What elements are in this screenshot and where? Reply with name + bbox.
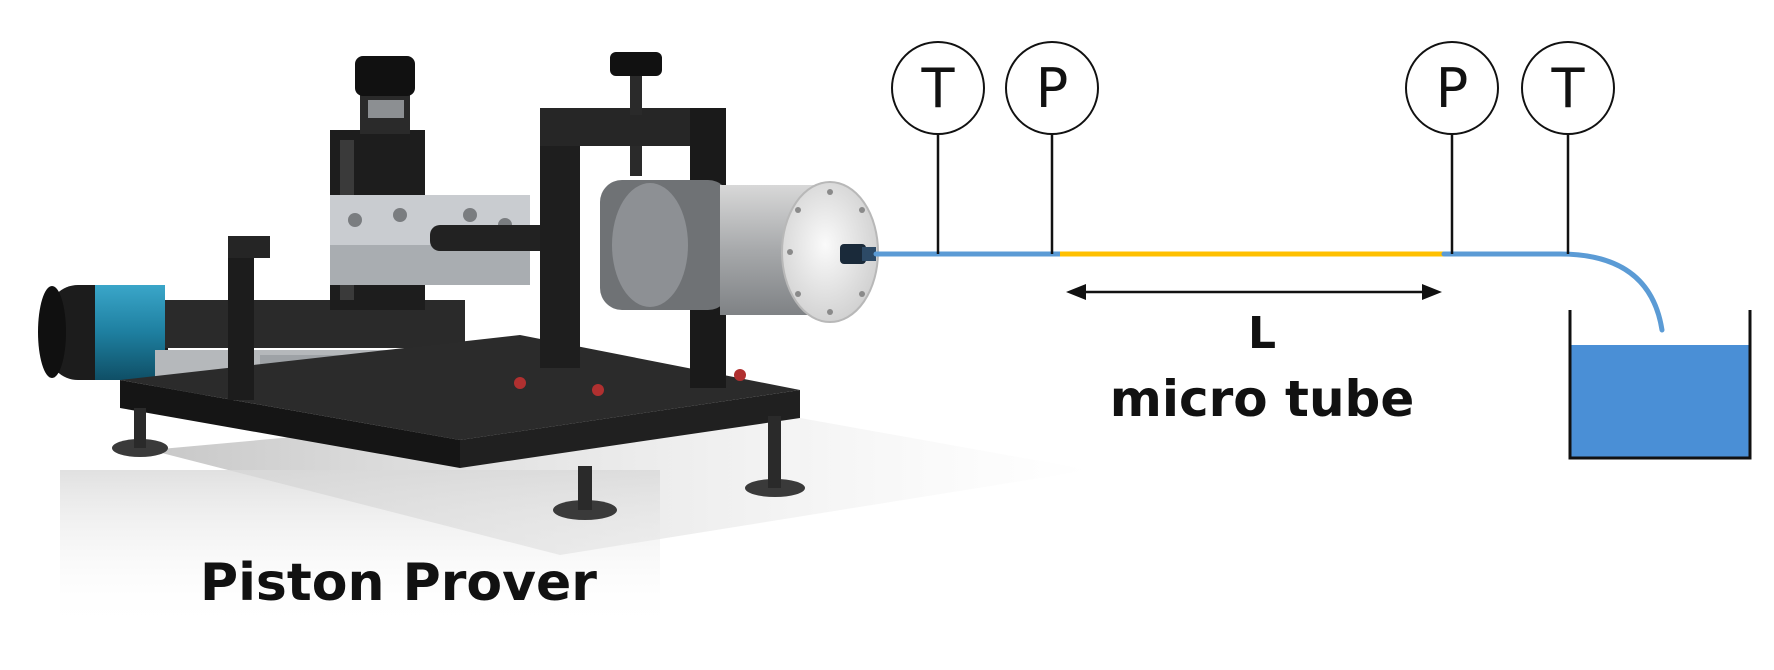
frame-screw (630, 70, 642, 115)
piston-rod (430, 225, 560, 251)
gauge-circle (1005, 41, 1099, 135)
outlet-pipe (1441, 251, 1665, 333)
outlet-fitting (840, 244, 866, 264)
column-knob (355, 56, 415, 96)
clamp-bolt-2 (393, 208, 407, 222)
piston-prover-machine (38, 52, 1090, 630)
foot-right-post (768, 416, 781, 488)
base-frame-front (120, 380, 460, 468)
micro-tube-label: micro tube (1110, 370, 1415, 428)
motor-teal-band (95, 285, 165, 380)
gauge-pressure-outlet: P (1405, 41, 1499, 254)
frame-screw-knob (610, 52, 662, 76)
gauge-letter: P (1036, 57, 1069, 120)
left-bracket-post (228, 240, 254, 400)
length-arrow-right-head (1422, 284, 1442, 300)
fluid-line (873, 251, 1665, 333)
gauge-circle (1405, 41, 1499, 135)
base-bolt-3 (734, 369, 746, 381)
gauge-circle (891, 41, 985, 135)
length-dimension-arrow (1066, 284, 1442, 300)
foot-left-post (134, 408, 146, 448)
base-bolt-1 (514, 377, 526, 389)
motor-end-cap (38, 286, 66, 378)
clamp-block-shade (330, 245, 530, 285)
piston-prover-label: Piston Prover (200, 553, 597, 613)
base-frame-side (460, 390, 800, 468)
length-label: L (1248, 308, 1276, 359)
beaker-water (1570, 345, 1750, 458)
length-arrow-left-head (1066, 284, 1086, 300)
floor-reflection (60, 470, 660, 630)
frame-left-pillar (540, 108, 580, 368)
gauge-letter: P (1436, 57, 1469, 120)
gauge-letter: T (1551, 57, 1586, 120)
gauge-group: T P P T (891, 41, 1615, 254)
clamp-bolt-3 (463, 208, 477, 222)
gauge-pressure-inlet: P (1005, 41, 1099, 254)
beaker-outline (1568, 310, 1752, 460)
column-knob-ring (368, 100, 404, 118)
collection-beaker (1568, 310, 1752, 460)
outlet-nut (862, 247, 876, 261)
gauge-temperature-inlet: T (891, 41, 985, 254)
frame-screw-lower (630, 146, 642, 176)
base-frame-top (120, 335, 800, 440)
gauge-circle (1521, 41, 1615, 135)
roller-face (612, 183, 688, 307)
gauge-temperature-outlet: T (1521, 41, 1615, 254)
base-bolt-2 (592, 384, 604, 396)
clamp-bolt-1 (348, 213, 362, 227)
gauge-letter: T (921, 57, 956, 120)
cylinder-face-bolts (787, 189, 873, 315)
foot-front-post (578, 466, 592, 510)
left-bracket-top (228, 236, 270, 258)
